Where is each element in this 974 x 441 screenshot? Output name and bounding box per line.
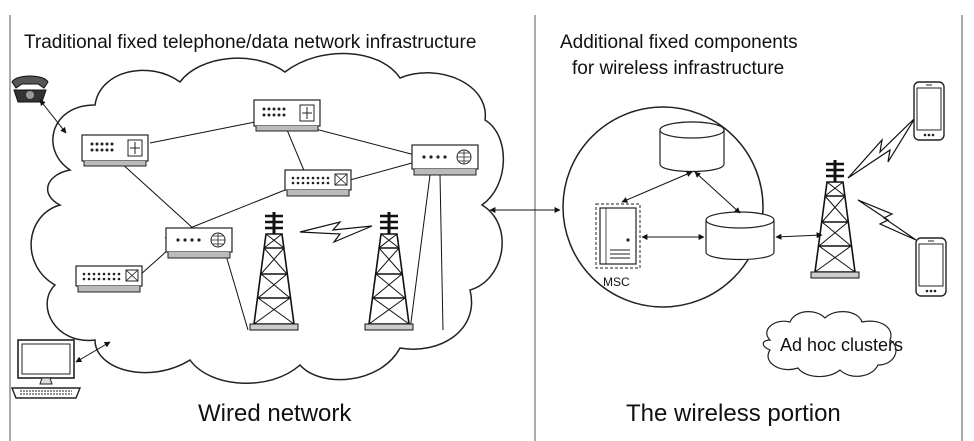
router-3 [165, 227, 233, 259]
router-1 [81, 134, 149, 167]
telephone-icon [11, 75, 49, 103]
msc-label: MSC [603, 275, 630, 289]
computer-icon [10, 339, 82, 399]
wireless-panel-title-line1: Additional fixed components [560, 32, 798, 53]
server-icon [595, 203, 641, 269]
wired-network-caption: Wired network [198, 400, 352, 427]
switch-2 [75, 265, 143, 293]
database-icon-center [705, 211, 775, 261]
wired-links [119, 121, 444, 331]
wireless-tower [809, 158, 861, 280]
adhoc-cloud [762, 311, 897, 378]
wireless-portion-caption: The wireless portion [626, 400, 841, 427]
wired-panel-title: Traditional fixed telephone/data network… [24, 32, 477, 53]
lightning-link-icon [299, 220, 373, 244]
smartphone-icon-1 [913, 81, 945, 141]
wireless-panel-title-line2: for wireless infrastructure [572, 58, 785, 79]
lightning-to-phone-top [847, 117, 916, 179]
switch-1 [284, 169, 352, 197]
gateway-router [411, 144, 479, 176]
circle-to-tower-link [775, 232, 823, 240]
lightning-to-phone-bottom [857, 199, 917, 241]
adhoc-clusters-label: Ad hoc clusters [780, 335, 904, 355]
wired-network-cloud [30, 52, 505, 384]
database-icon-top [659, 121, 725, 173]
router-2 [253, 99, 321, 132]
smartphone-icon-2 [915, 237, 947, 297]
